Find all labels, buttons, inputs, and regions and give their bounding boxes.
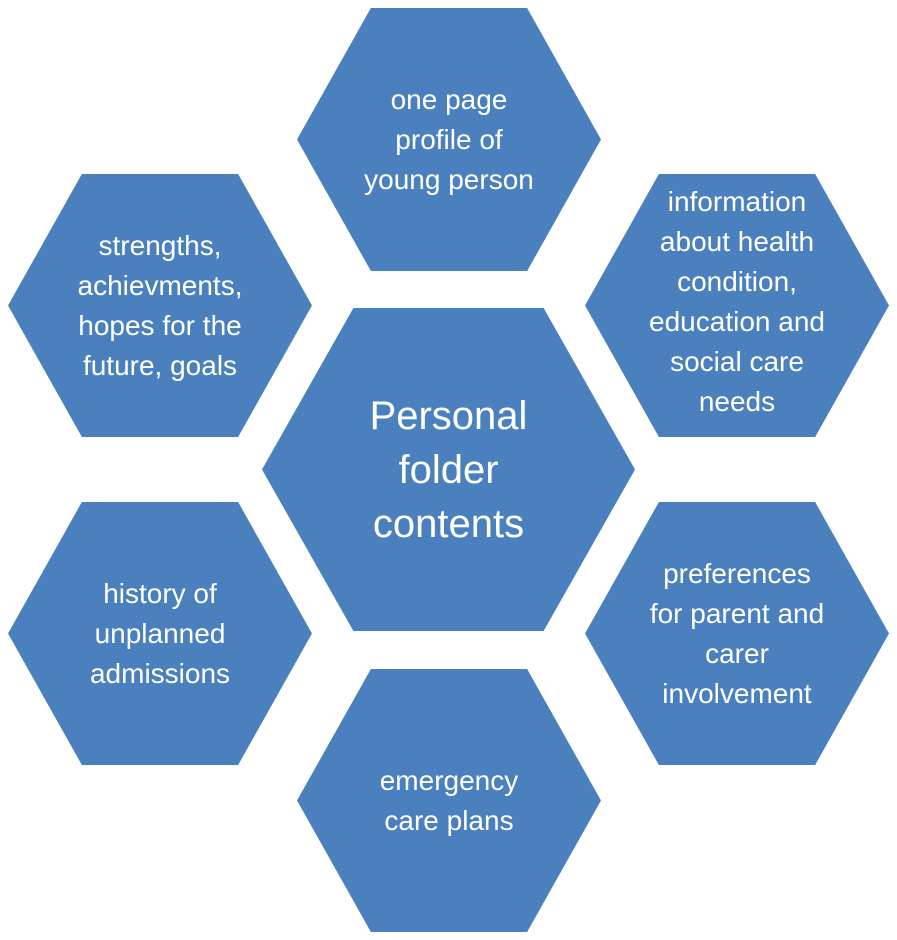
hexagon-profile: one page profile of young person bbox=[297, 8, 601, 271]
hexagon-label: strengths, achievments, hopes for the fu… bbox=[77, 229, 243, 381]
hexagon-admissions-history: history of unplanned admissions bbox=[8, 502, 312, 765]
hexagon-label: one page profile of young person bbox=[364, 83, 534, 195]
hexagon-label: information about health condition, educ… bbox=[649, 185, 825, 417]
hexagon-strengths-goals: strengths, achievments, hopes for the fu… bbox=[8, 174, 312, 437]
center-label: Personal folder contents bbox=[369, 393, 528, 546]
hexagon-health-info: information about health condition, educ… bbox=[585, 174, 889, 437]
hexagon-label: preferences for parent and carer involve… bbox=[649, 557, 825, 709]
hexagon-label: emergency care plans bbox=[379, 764, 519, 836]
hexagon-preferences: preferences for parent and carer involve… bbox=[585, 502, 889, 765]
hexagon-label: history of unplanned admissions bbox=[89, 577, 231, 689]
hexagon-emergency-care: emergency care plans bbox=[297, 669, 601, 932]
center-hexagon: Personal folder contents bbox=[262, 308, 635, 631]
